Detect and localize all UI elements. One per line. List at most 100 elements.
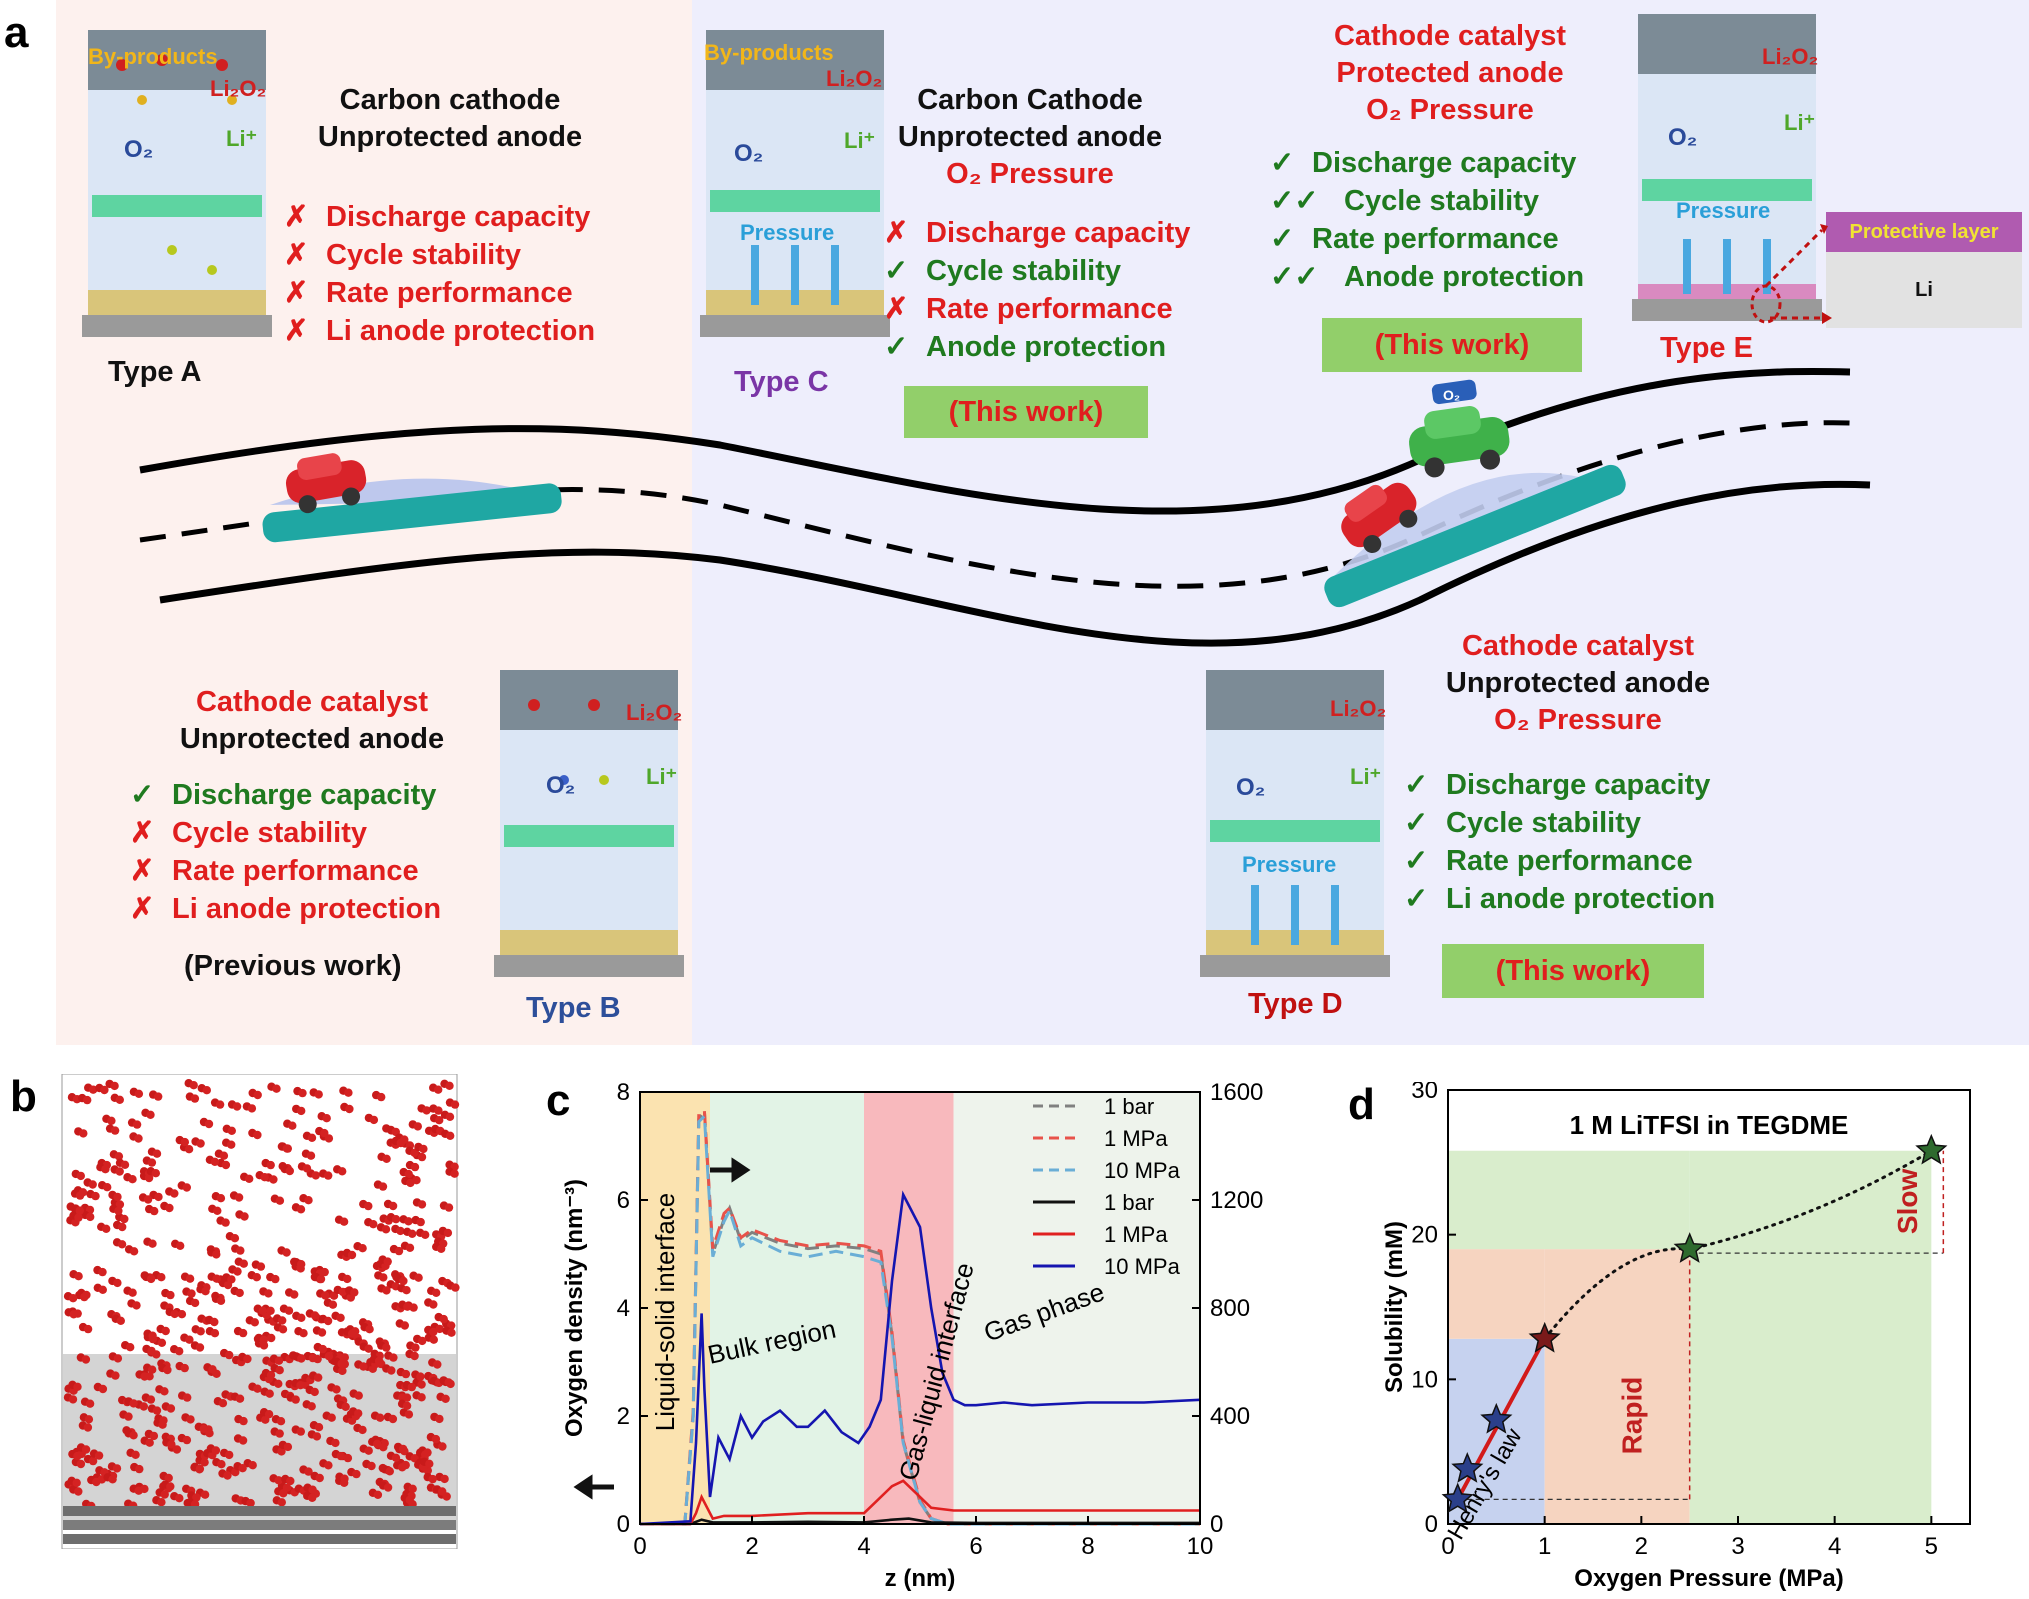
oxygen-atom	[312, 1432, 322, 1441]
oxygen-atom	[225, 1350, 234, 1360]
legend-entry: 1 MPa	[1104, 1222, 1168, 1247]
oxygen-atom	[117, 1240, 127, 1249]
double-check-icon: ✓✓	[1270, 261, 1319, 293]
oxygen-atom	[190, 1094, 200, 1103]
data-point-star	[1528, 1321, 1561, 1353]
oxygen-atom	[336, 1451, 346, 1461]
pressure-label-d: Pressure	[1242, 852, 1337, 877]
y-tick-label: 30	[1411, 1082, 1438, 1104]
oxygen-atom	[83, 1324, 93, 1334]
oxygen-atom	[394, 1246, 404, 1256]
oxygen-atom	[152, 1149, 162, 1158]
oxygen-atom	[74, 1272, 83, 1281]
oxygen-atom	[299, 1329, 308, 1338]
oxygen-atom	[180, 1137, 189, 1147]
oxygen-atom	[350, 1288, 359, 1297]
oxygen-atom	[272, 1084, 281, 1093]
oxygen-atom	[382, 1286, 391, 1295]
y-tick-label: 0	[1425, 1511, 1438, 1538]
oxygen-atom	[373, 1439, 382, 1448]
oxygen-atom	[177, 1310, 187, 1319]
oxygen-atom	[320, 1128, 329, 1138]
oxygen-atom	[211, 1446, 221, 1455]
oxygen-atom	[176, 1241, 185, 1250]
oxygen-atom	[131, 1450, 140, 1459]
oxygen-atom	[212, 1274, 221, 1283]
oxygen-atom	[405, 1243, 415, 1252]
oxygen-atom	[450, 1169, 459, 1178]
oxygen-atom	[291, 1395, 300, 1404]
oxygen-atom	[111, 1371, 120, 1380]
oxygen-atom	[382, 1154, 391, 1163]
type-c-label: Type C	[734, 366, 829, 398]
oxygen-atom	[100, 1085, 109, 1095]
oxygen-atom	[391, 1453, 401, 1462]
legend-entry: 1 bar	[1104, 1190, 1154, 1215]
type-d-this-work-badge: (This work)	[1442, 944, 1704, 998]
oxygen-atom	[230, 1234, 240, 1243]
type-a-heading: Carbon cathode Unprotected anode	[300, 84, 600, 154]
oxygen-atom	[185, 1335, 194, 1344]
oxygen-atom	[195, 1464, 205, 1473]
oxygen-atom	[92, 1477, 101, 1487]
oxygen-atom	[83, 1095, 92, 1105]
oxygen-atom	[81, 1355, 91, 1364]
oxygen-atom	[132, 1120, 142, 1129]
cross-icon: ✗	[284, 315, 309, 347]
oxygen-atom	[446, 1131, 455, 1140]
oxygen-atom	[297, 1354, 306, 1363]
oxygen-atom	[314, 1090, 323, 1099]
oxygen-atom	[447, 1328, 456, 1337]
oxygen-atom	[146, 1274, 156, 1284]
oxygen-atom	[271, 1274, 280, 1284]
oxygen-atom	[88, 1180, 97, 1189]
oxygen-atom	[421, 1450, 430, 1459]
region-label: Liquid-solid interface	[650, 1193, 680, 1431]
panel-b-md-snapshot	[61, 1074, 460, 1549]
type-c-heading: Carbon Cathode Unprotected anode O₂ Pres…	[880, 84, 1180, 191]
type-c-item: ✗Discharge capacity	[884, 214, 1190, 252]
oxygen-atom	[347, 1329, 357, 1338]
type-e-item: ✓Discharge capacity	[1270, 144, 1584, 182]
oxygen-atom	[296, 1427, 305, 1436]
type-c-list: ✗Discharge capacity ✓Cycle stability ✗Ra…	[884, 214, 1190, 366]
oxygen-atom	[310, 1387, 319, 1397]
oxygen-atom	[332, 1385, 341, 1394]
oxygen-atom	[189, 1081, 198, 1090]
cross-icon: ✗	[130, 817, 155, 849]
oxygen-atom	[235, 1288, 244, 1298]
oxygen-atom	[433, 1360, 442, 1369]
type-e-heading: Cathode catalyst Protected anode O₂ Pres…	[1300, 20, 1600, 127]
x-tick-label: 4	[857, 1533, 870, 1560]
legend-entry: 1 MPa	[1104, 1126, 1168, 1151]
oxygen-atom	[354, 1409, 363, 1418]
cross-icon: ✗	[130, 893, 155, 925]
oxygen-atom	[200, 1490, 210, 1499]
oxygen-atom	[444, 1378, 453, 1387]
oxygen-atom	[68, 1294, 78, 1303]
previous-work-label: (Previous work)	[184, 950, 402, 982]
oxygen-atom	[379, 1273, 388, 1282]
oxygen-atom	[385, 1467, 394, 1476]
type-d-item: ✓Li anode protection	[1404, 880, 1715, 918]
type-d-item: ✓Discharge capacity	[1404, 766, 1715, 804]
byproducts-label-c: By-products	[704, 40, 834, 65]
oxygen-atom	[126, 1343, 135, 1352]
oxygen-atom	[148, 1239, 157, 1248]
oxygen-atom	[184, 1145, 194, 1154]
oxygen-atom	[375, 1413, 385, 1422]
type-b-list: ✓Discharge capacity ✗Cycle stability ✗Ra…	[130, 776, 441, 928]
slow-zone	[1689, 1150, 1932, 1524]
slow-zone	[1448, 1150, 1690, 1250]
type-d-heading: Cathode catalyst Unprotected anode O₂ Pr…	[1428, 630, 1728, 737]
oxygen-atom	[409, 1303, 418, 1312]
oxygen-atom	[279, 1489, 288, 1498]
oxygen-atom	[252, 1273, 261, 1282]
byproducts-label-a: By-products	[88, 44, 218, 69]
oxygen-atom	[443, 1228, 453, 1238]
oxygen-atom	[134, 1486, 143, 1495]
type-e-list: ✓Discharge capacity ✓✓Cycle stability ✓R…	[1270, 144, 1584, 296]
oxygen-atom	[147, 1158, 157, 1167]
